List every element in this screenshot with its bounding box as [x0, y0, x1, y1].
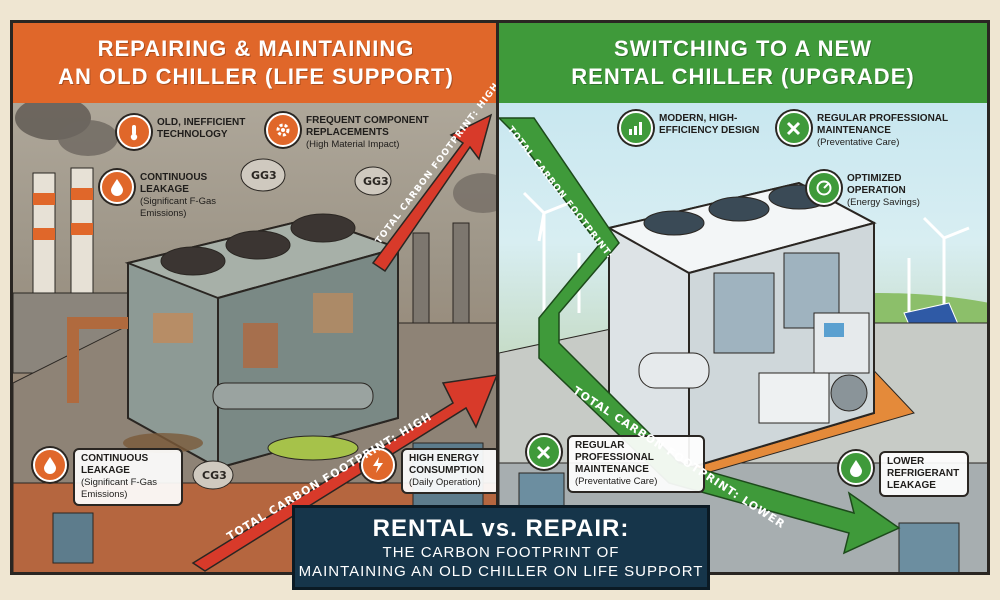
callout-title: LOWER REFRIGERANT LEAKAGE — [887, 456, 960, 491]
wrench-icon — [527, 435, 561, 469]
callout-title: CONTINUOUS LEAKAGE — [81, 453, 149, 476]
repair-banner-line1: REPAIRING & MAINTAINING — [97, 36, 415, 61]
rental-panel: SWITCHING TO A NEW RENTAL CHILLER (UPGRA… — [496, 20, 990, 575]
callout-optimized-operation: OPTIMIZED OPERATION(Energy Savings) — [807, 171, 947, 209]
gas-label: CG3 — [202, 469, 227, 482]
carbon-footprint-up-arrow-small — [371, 113, 493, 273]
rental-banner-line2: RENTAL CHILLER (UPGRADE) — [571, 64, 915, 89]
callout-leakage-bottom: CONTINUOUS LEAKAGE(Significant F-Gas Emi… — [33, 448, 183, 506]
callout-title: FREQUENT COMPONENT REPLACEMENTS — [306, 115, 429, 138]
callout-subtitle: (Energy Savings) — [847, 197, 920, 208]
repair-panel: REPAIRING & MAINTAINING AN OLD CHILLER (… — [10, 20, 502, 575]
callout-subtitle: (Preventative Care) — [575, 476, 658, 487]
callout-title: CONTINUOUS LEAKAGE — [140, 172, 208, 195]
callout-modern-design: MODERN, HIGH-EFFICIENCY DESIGN — [619, 111, 769, 145]
callout-subtitle: (Preventative Care) — [817, 137, 900, 148]
droplet-icon — [100, 170, 134, 204]
droplet-icon — [33, 448, 67, 482]
callout-subtitle: (High Material Impact) — [306, 139, 400, 150]
callout-title: REGULAR PROFESSIONAL MAINTENANCE — [817, 113, 948, 136]
callout-old-technology: OLD, INEFFICIENT TECHNOLOGY — [117, 115, 267, 149]
wrench-icon — [777, 111, 811, 145]
carbon-footprint-down-arrow — [499, 117, 901, 555]
callout-replacements: FREQUENT COMPONENT REPLACEMENTS(High Mat… — [266, 113, 431, 151]
callout-subtitle: (Significant F-Gas Emissions) — [140, 196, 217, 219]
callout-title: HIGH ENERGY CONSUMPTION — [409, 453, 484, 476]
callout-lower-leakage: LOWER REFRIGERANT LEAKAGE — [839, 451, 969, 497]
carbon-footprint-up-arrow — [191, 374, 499, 572]
new-chiller-scene — [499, 117, 987, 572]
callout-title: OLD, INEFFICIENT TECHNOLOGY — [157, 117, 246, 140]
poster-subtitle-line2: MAINTAINING AN OLD CHILLER ON LIFE SUPPO… — [298, 562, 704, 580]
callout-subtitle: (Daily Operation) — [409, 477, 481, 488]
rental-banner-line1: SWITCHING TO A NEW — [614, 36, 872, 61]
lightning-icon — [361, 448, 395, 482]
callout-title: REGULAR PROFESSIONAL MAINTENANCE — [575, 440, 654, 475]
gauge-icon — [807, 171, 841, 205]
callout-maintenance-bottom: REGULAR PROFESSIONAL MAINTENANCE(Prevent… — [527, 435, 705, 493]
bar-chart-icon — [619, 111, 653, 145]
callout-subtitle: (Significant F-Gas Emissions) — [81, 477, 158, 500]
poster-title-box: RENTAL vs. REPAIR: THE CARBON FOOTPRINT … — [292, 505, 710, 590]
thermometer-icon — [117, 115, 151, 149]
poster-title: RENTAL vs. REPAIR: — [372, 514, 630, 542]
callout-title: MODERN, HIGH-EFFICIENCY DESIGN — [659, 113, 760, 136]
repair-banner: REPAIRING & MAINTAINING AN OLD CHILLER (… — [13, 23, 499, 103]
callout-leakage-top: CONTINUOUS LEAKAGE(Significant F-Gas Emi… — [100, 170, 220, 220]
callout-maintenance-top: REGULAR PROFESSIONAL MAINTENANCE(Prevent… — [777, 111, 957, 149]
callout-energy: HIGH ENERGY CONSUMPTION(Daily Operation) — [361, 448, 499, 494]
rental-banner: SWITCHING TO A NEW RENTAL CHILLER (UPGRA… — [499, 23, 987, 103]
poster-subtitle-line1: THE CARBON FOOTPRINT OF — [382, 543, 620, 561]
callout-title: OPTIMIZED OPERATION — [847, 173, 906, 196]
gas-label: GG3 — [363, 175, 389, 188]
gas-label: GG3 — [251, 169, 277, 182]
repair-banner-line2: AN OLD CHILLER (LIFE SUPPORT) — [58, 64, 454, 89]
droplet-icon — [839, 451, 873, 485]
gear-icon — [266, 113, 300, 147]
